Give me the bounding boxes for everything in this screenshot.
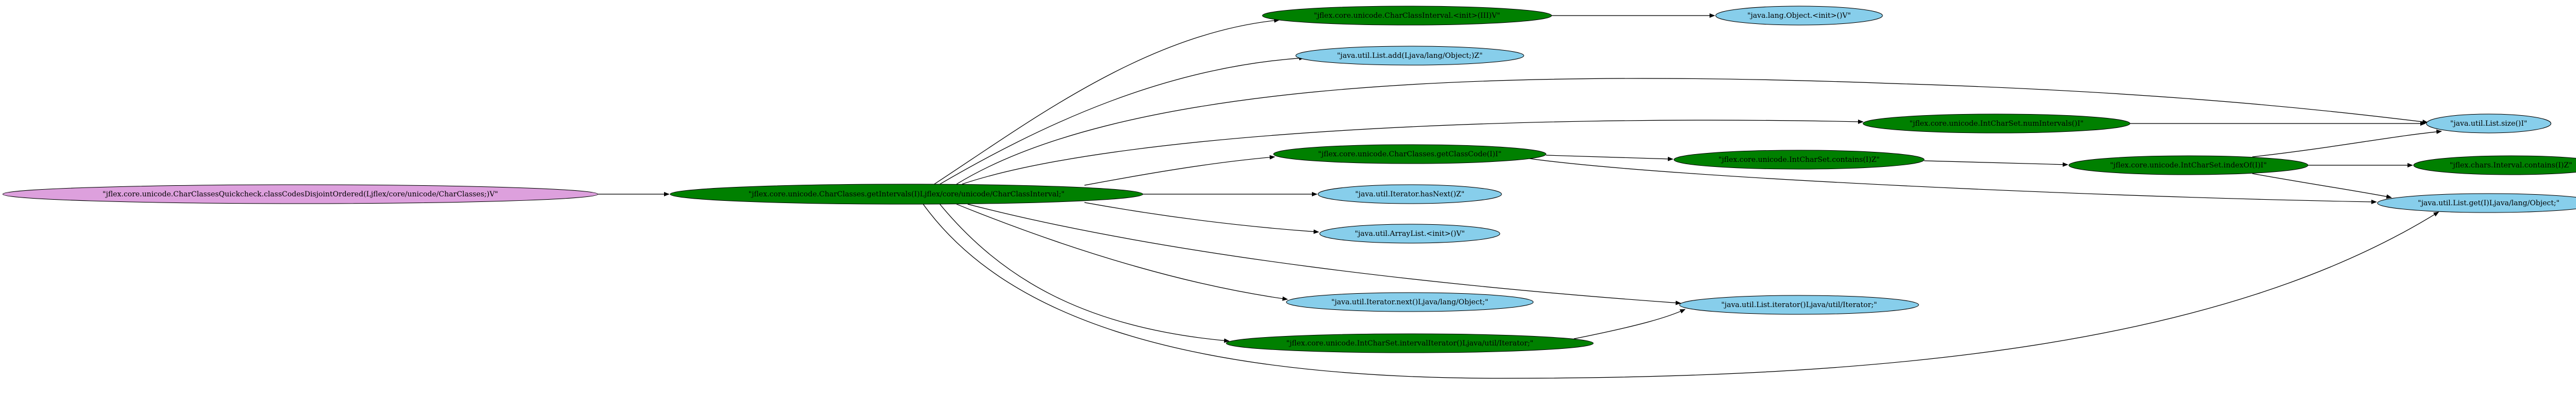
node-it_hasnext: "java.util.Iterator.hasNext()Z" [1317,184,1502,204]
node-label: "java.util.ArrayList.<init>()V" [1355,230,1465,238]
node-cci_init: "jflex.core.unicode.CharClassInterval.<i… [1262,6,1552,26]
node-label: "java.lang.Object.<init>()V" [1747,12,1851,20]
node-ellipse [1295,46,1524,66]
node-ellipse [2068,155,2309,175]
node-label: "jflex.core.unicode.CharClasses.getInter… [749,190,1064,199]
edge-getIntervals-to-cci_init [934,18,1280,185]
edge-getIntervals-to-ics_interval_it [939,204,1230,343]
node-ics_contains: "jflex.core.unicode.IntCharSet.contains(… [1673,150,1925,170]
node-ellipse [1715,6,1883,26]
node-getIntervals: "jflex.core.unicode.CharClasses.getInter… [670,184,1143,205]
edge-get_class_code-to-ics_contains [1545,155,1673,161]
node-layer: "jflex.core.unicode.CharClassesQuickchec… [2,6,2576,353]
node-obj_init: "java.lang.Object.<init>()V" [1715,6,1883,26]
node-ics_index: "jflex.core.unicode.IntCharSet.indexOf(I… [2068,155,2309,175]
node-list_iterator: "java.util.List.iterator()Ljava/util/Ite… [1679,295,1919,315]
node-ellipse [1319,224,1500,244]
node-ellipse [1286,292,1534,312]
node-ics_num: "jflex.core.unicode.IntCharSet.numInterv… [1862,113,2131,134]
node-label: "jflex.chars.Interval.contains(I)Z" [2450,161,2572,170]
node-label: "jflex.core.unicode.IntCharSet.indexOf(I… [2110,161,2267,170]
node-ellipse [2,184,598,204]
node-label: "java.util.Iterator.next()Ljava/lang/Obj… [1331,298,1488,307]
edge-ics_contains-to-ics_index [1924,160,2068,167]
node-ellipse [1226,333,1594,353]
node-arraylist_init: "java.util.ArrayList.<init>()V" [1319,224,1500,244]
edge-getIntervals-to-list_size [956,78,2428,185]
edge-ics_interval_it-to-list_iterator [1573,309,1686,339]
edge-ics_index-to-list_get [2252,173,2392,199]
edge-getIntervals-to-arraylist_init [1084,202,1319,234]
edge-getIntervals-to-list_iterator [967,204,1681,305]
node-root: "jflex.core.unicode.CharClassesQuickchec… [2,184,598,204]
node-get_class_code: "jflex.core.unicode.CharClasses.getClass… [1273,144,1547,164]
node-label: "jflex.core.unicode.CharClasses.getClass… [1318,150,1502,159]
edge-getIntervals-to-it_next [956,204,1288,301]
node-ellipse [2413,155,2576,175]
node-label: "jflex.core.unicode.IntCharSet.intervalI… [1286,339,1533,348]
node-list_add: "java.util.List.add(Ljava/lang/Object;)Z… [1295,46,1524,66]
node-list_get: "java.util.List.get(I)Ljava/lang/Object;… [2377,193,2576,213]
node-label: "java.util.Iterator.hasNext()Z" [1355,190,1465,199]
node-ellipse [1673,150,1925,170]
node-label: "jflex.core.unicode.IntCharSet.contains(… [1718,156,1880,164]
node-ellipse [2426,113,2552,134]
edge-layer [598,13,2442,379]
node-ellipse [1262,6,1552,26]
node-list_size: "java.util.List.size()I" [2426,113,2552,134]
node-label: "java.util.List.size()I" [2450,120,2527,128]
node-interval_contains: "jflex.chars.Interval.contains(I)Z" [2413,155,2576,175]
node-label: "jflex.core.unicode.CharClassesQuickchec… [102,190,498,199]
node-ellipse [1273,144,1547,164]
edge-getIntervals-to-list_get [923,204,2439,379]
edge-ics_index-to-list_size [2252,129,2442,157]
node-ics_interval_it: "jflex.core.unicode.IntCharSet.intervalI… [1226,333,1594,353]
node-ellipse [1317,184,1502,204]
edge-get_class_code-to-list_get [1529,158,2377,204]
node-label: "java.util.List.add(Ljava/lang/Object;)Z… [1337,52,1483,60]
node-ellipse [1862,113,2131,134]
node-label: "java.util.List.get(I)Ljava/lang/Object;… [2418,199,2560,208]
node-label: "jflex.core.unicode.CharClassInterval.<i… [1314,12,1500,20]
node-ellipse [2377,193,2576,213]
edge-getIntervals-to-get_class_code [1084,155,1275,186]
node-ellipse [670,184,1143,205]
node-it_next: "java.util.Iterator.next()Ljava/lang/Obj… [1286,292,1534,312]
edge-getIntervals-to-list_add [939,56,1305,185]
node-label: "jflex.core.unicode.IntCharSet.numInterv… [1909,120,2083,128]
node-label: "java.util.List.iterator()Ljava/util/Ite… [1721,301,1877,309]
node-ellipse [1679,295,1919,315]
edge-getIntervals-to-ics_num [962,119,1864,185]
